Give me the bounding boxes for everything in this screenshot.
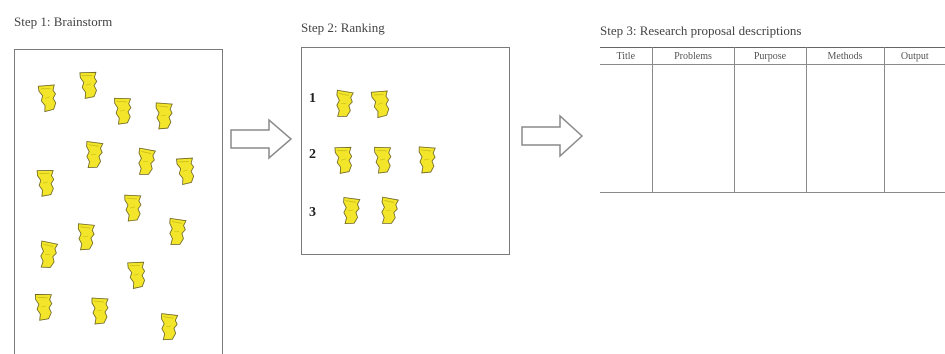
sticky-note [78,70,100,100]
rank-label-2: 2 [309,147,316,162]
sticky-note-shape [336,89,354,117]
sticky-note-shape [40,240,59,268]
sticky-note-shape [114,97,132,125]
sticky-note-shape [91,297,109,325]
proposal-table: Title Problems Purpose Methods Output [600,47,945,193]
sticky-note-shape [381,196,400,224]
column-header-title: Title [600,47,653,65]
ranking-panel: 1 2 3 [301,47,510,255]
sticky-note-shape [127,261,146,289]
sticky-note-shape [79,71,98,99]
table-cell [651,64,735,193]
sticky-note [126,260,148,290]
step-2-title: Step 2: Ranking [301,20,385,35]
sticky-note-shape [370,90,390,119]
sticky-note [333,145,355,175]
sticky-note [122,193,144,223]
sticky-note [416,145,438,175]
brainstorm-panel [14,49,223,354]
sticky-note-shape [77,223,96,251]
step-1-title: Step 1: Brainstorm [14,14,113,29]
sticky-note-shape [418,146,436,174]
sticky-note [83,140,105,170]
sticky-note [372,145,394,175]
sticky-note [37,83,59,113]
sticky-note [37,240,59,270]
sticky-note-shape [374,146,392,174]
sticky-note-shape [86,141,104,169]
sticky-note [75,222,97,252]
column-header-problems: Problems [651,47,735,65]
sticky-note [33,292,55,322]
sticky-note [153,101,175,131]
sticky-note [378,196,400,226]
right-arrow-icon [521,114,584,158]
sticky-note-shape [34,294,53,321]
sticky-note [89,296,111,326]
table-cell [805,64,885,193]
sticky-note-shape [334,146,353,174]
sticky-note [135,147,157,177]
sticky-note [158,312,180,342]
sticky-note [340,196,362,226]
sticky-note [333,89,355,119]
sticky-note-shape [124,194,142,222]
step-3-title: Step 3: Research proposal descriptions [600,23,802,38]
table-cell [733,64,807,193]
sticky-note [166,217,188,247]
rank-label-3: 3 [309,205,316,220]
sticky-note-shape [343,197,361,225]
sticky-note [370,89,392,119]
sticky-note-shape [36,170,55,197]
right-arrow-icon [230,118,293,160]
column-header-methods: Methods [805,47,885,65]
sticky-note-shape [155,102,173,130]
column-header-purpose: Purpose [733,47,807,65]
sticky-note-shape [37,84,57,113]
sticky-note-shape [138,147,157,175]
table-cell [600,64,653,193]
sticky-note-shape [161,313,179,341]
sticky-note [175,156,197,186]
sticky-note-shape [169,217,187,245]
sticky-note [35,168,57,198]
sticky-note-shape [176,157,195,186]
sticky-note [112,96,134,126]
rank-label-1: 1 [309,91,316,106]
column-header-output: Output [883,47,945,65]
table-cell [883,64,945,193]
